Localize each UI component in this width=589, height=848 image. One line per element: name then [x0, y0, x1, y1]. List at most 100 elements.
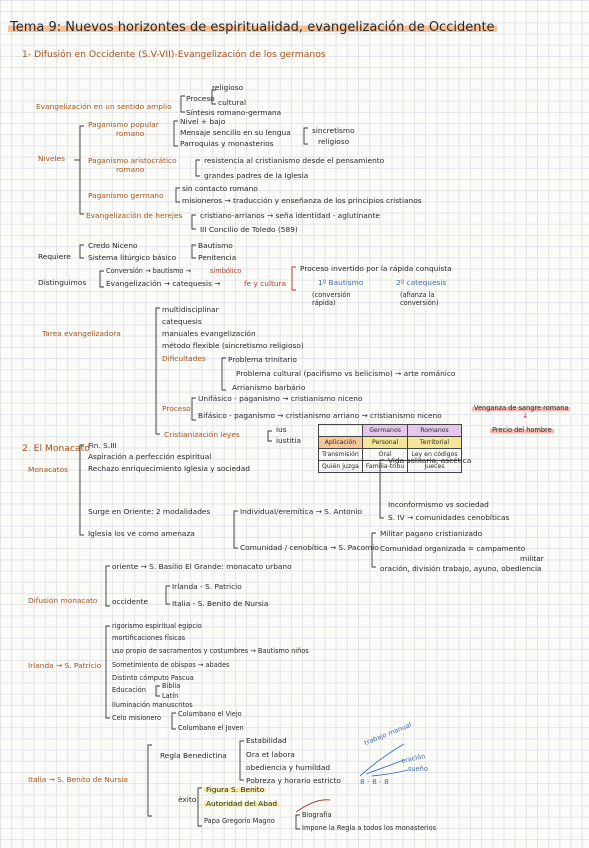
- niveles-herejes: Evangelización de herejes: [86, 211, 183, 220]
- niveles-mensaje: Mensaje sencillo en su lengua: [180, 128, 291, 137]
- niveles-romano2: romano: [116, 165, 145, 174]
- dist-conversion: Conversión → bautismo →: [106, 267, 192, 275]
- monacato-comunidad-org: Comunidad organizada = campamento: [380, 544, 526, 553]
- tarea-proceso: Proceso: [162, 404, 191, 413]
- table-cell: Transmisión: [318, 448, 363, 461]
- evang-sintesis: Síntesis romano-germana: [186, 108, 282, 117]
- evang-religioso: religioso: [212, 83, 244, 92]
- monacato-inconformismo: Inconformismo vs sociedad: [388, 500, 489, 509]
- niveles-concilio: III Concilio de Toledo (589): [200, 225, 298, 234]
- niveles-parroquias: Parroquias y monasterios: [180, 139, 274, 148]
- venganza-note: Venganza de sangre romana: [472, 404, 571, 412]
- italia-exito: éxito: [178, 795, 197, 804]
- tarea-bifasico: Bifásico - paganismo → cristianismo arri…: [198, 411, 442, 420]
- tarea-manuales: manuales evangelización: [162, 329, 256, 338]
- italia-biografia: Biografía: [302, 811, 332, 819]
- tarea-arrianismo: Arrianismo barbário: [232, 383, 306, 392]
- irlanda-mortificaciones: mortificaciones físicas: [112, 634, 186, 642]
- table-cell: Aplicación: [318, 436, 363, 449]
- difusion-label: Difusión monacato: [28, 596, 98, 605]
- law-comparison-table: Germanos Romanos Aplicación Personal Ter…: [318, 424, 462, 473]
- irlanda-rigorismo: rigorismo espiritual egipcio: [112, 622, 202, 630]
- tarea-metodo: método flexible (sincretismo religioso): [162, 341, 304, 350]
- evang-cultural: cultural: [218, 98, 247, 107]
- difusion-oriente: oriente → S. Basilio El Grande: monacato…: [112, 562, 292, 571]
- tarea-trinitario: Problema trinitario: [228, 355, 297, 364]
- table-cell: Familia-tribu: [361, 460, 409, 473]
- niveles-resistencia: resistencia al cristianismo desde el pen…: [204, 156, 385, 165]
- italia-impone: Impone la Regla a todos los monasterios: [302, 824, 437, 832]
- monacato-individual: Individual/eremítica → S. Antonio: [240, 507, 362, 516]
- irlanda-columbano: Columbano el Viejo: [178, 710, 242, 718]
- italia-sueno: sueño: [408, 765, 428, 773]
- section-1-heading: 1- Difusión en Occidente (S.V-VII)-Evang…: [22, 49, 326, 60]
- table-header-romanos: Romanos: [407, 424, 462, 437]
- tarea-multi: multidisciplinar: [162, 305, 219, 314]
- requiere-penitencia: Penitencia: [198, 253, 237, 262]
- italia-figura: Figura S. Benito: [204, 785, 267, 794]
- italia-regla: Regla Benedictina: [160, 751, 227, 760]
- irlanda-sometimiento: Sometimiento de obispos → abades: [112, 661, 230, 669]
- monacato-surge: Surge en Oriente: 2 modalidades: [88, 507, 211, 516]
- requiere-sistema: Sistema litúrgico básico: [88, 253, 177, 262]
- italia-autoridad: Autoridad del Abad: [204, 799, 280, 808]
- irlanda-iluminacion: Iluminación manuscritos: [112, 701, 193, 709]
- irlanda-label: Irlanda → S. Patricio: [28, 661, 102, 670]
- precio-note: Precio del hombre: [490, 426, 554, 434]
- irlanda-distinto: Distinto cómputo Pascua: [112, 674, 194, 682]
- dist-proceso-invertido: Proceso invertido por la rápida conquist…: [300, 264, 452, 273]
- requiere-bautismo: Bautismo: [198, 241, 233, 250]
- italia-label: Italia → S. Benito de Nursia: [28, 775, 128, 784]
- italia-estabilidad: Estabilidad: [246, 736, 287, 745]
- dist-bautismo1: 1º Bautismo: [318, 278, 364, 287]
- dist-conversion-rapida: (conversión rápida): [312, 291, 351, 307]
- monacato-oracion: oración, división trabajo, ayuno, obedie…: [380, 564, 542, 573]
- monacato-label: Monacatos: [28, 465, 68, 474]
- tarea-ius: ius: [276, 425, 287, 434]
- niveles-pag-aristo: Paganismo aristocrático: [88, 156, 177, 165]
- requiere-credo: Credo Niceno: [88, 241, 138, 250]
- table-cell: Jueces: [407, 460, 462, 473]
- italia-ora: Ora et labora: [246, 750, 295, 759]
- niveles-sinc-religioso: religioso: [318, 137, 350, 146]
- dist-afianza: (afianza la conversión): [400, 291, 439, 307]
- tarea-label: Tarea evangelizadora: [42, 329, 121, 338]
- table-cell: Personal: [361, 436, 409, 449]
- monacato-aspiracion: Aspiración a perfección espiritual: [88, 452, 212, 461]
- table-cell: Quién juzga: [318, 460, 363, 473]
- irlanda-latin: Latín: [162, 692, 179, 700]
- table-cell: Territorial: [407, 436, 462, 449]
- monacato-siv: S. IV → comunidades cenobíticas: [388, 513, 510, 522]
- difusion-occidente: occidente: [112, 597, 149, 606]
- italia-obediencia: obediencia y humildad: [246, 763, 331, 772]
- niveles-nivel-bajo: Nivel + bajo: [180, 117, 226, 126]
- monacato-vida: Vida solitaria, ascética: [388, 456, 472, 465]
- niveles-pag-germano: Paganismo germano: [88, 191, 164, 200]
- venganza-arrow: ↓: [522, 411, 529, 420]
- difusion-irlanda: Irlanda - S. Patricio: [172, 582, 242, 591]
- tarea-iustitia: iustitia: [276, 436, 302, 445]
- niveles-sin-contacto: sin contacto romano: [182, 184, 258, 193]
- tarea-cultural: Problema cultural (pacifismo vs belicism…: [236, 369, 456, 378]
- niveles-cristiano-arrianos: cristiano-arrianos → seña identidad - ag…: [200, 211, 380, 220]
- dist-evangelizacion: Evangelización → catequesis →: [106, 279, 221, 288]
- niveles-romano: romano: [116, 129, 145, 138]
- italia-ocho: 8 - 8 - 8: [360, 777, 389, 786]
- monacato-militar: Militar pagano cristianizado: [380, 529, 483, 538]
- italia-pobreza: Pobreza y horario estricto: [246, 776, 341, 785]
- requiere-label: Requiere: [38, 252, 71, 261]
- table-header-empty: [318, 424, 363, 437]
- table-header-germanos: Germanos: [361, 424, 409, 437]
- section-2-heading: 2. El Monacato: [22, 443, 90, 454]
- dist-label: Distinguimos: [38, 278, 87, 287]
- monacato-rechazo: Rechazo enriquecimiento Iglesia y socied…: [88, 464, 250, 473]
- dist-fe: fe y cultura: [244, 279, 287, 288]
- monacato-iglesia: Iglesia los ve como amenaza: [88, 529, 195, 538]
- irlanda-celo: Celo misionero: [112, 714, 162, 722]
- dist-simbolico: simbólico: [210, 267, 242, 275]
- page-title: Tema 9: Nuevos horizontes de espirituali…: [8, 20, 497, 35]
- niveles-grandes: grandes padres de la Iglesia: [204, 171, 309, 180]
- difusion-italia: Italia - S. Benito de Nursia: [172, 599, 269, 608]
- niveles-pag-popular: Paganismo popular: [88, 120, 159, 129]
